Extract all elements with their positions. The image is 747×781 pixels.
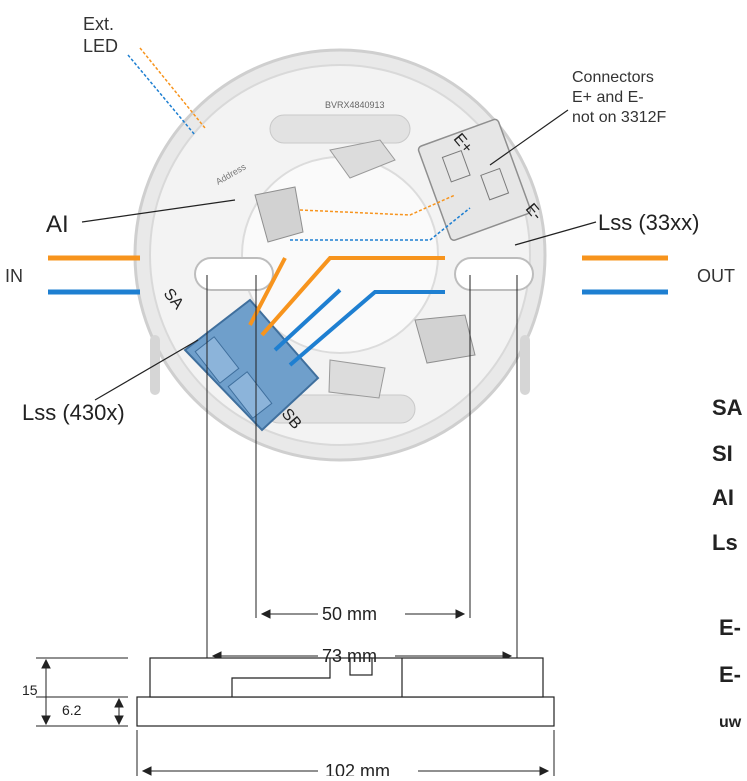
lss-33xx-label: Lss (33xx) — [598, 210, 699, 235]
connectors-label-1: Connectors — [572, 69, 654, 86]
base-plate — [133, 48, 547, 462]
dimension-15: 15 — [22, 682, 38, 698]
connectors-label-2: E+ and E- — [572, 89, 644, 106]
dimension-102mm: 102 mm — [325, 761, 390, 776]
legend-row-5: E- — [719, 615, 741, 640]
out-label: OUT — [697, 266, 735, 286]
dimension-6-2: 6.2 — [62, 702, 82, 718]
connectors-label-3: not on 3312F — [572, 109, 667, 126]
dimension-73mm: 73 mm — [322, 646, 377, 666]
lss-430x-connector — [183, 298, 320, 432]
serial-label: BVRX4840913 — [325, 100, 385, 110]
legend-row-7: uw — [719, 714, 742, 731]
leader-lines — [81, 109, 597, 401]
dimension-lines — [206, 275, 518, 662]
wires — [48, 47, 668, 367]
legend-row-6: E- — [719, 662, 741, 687]
side-dimension-lines — [36, 657, 555, 776]
legend-row-1: SA — [712, 395, 743, 420]
legend-row-3: AI — [712, 485, 734, 510]
side-view — [136, 657, 555, 727]
dimension-50mm: 50 mm — [322, 604, 377, 624]
legend-row-2: SI — [712, 441, 733, 466]
lss-430x-label: Lss (430x) — [22, 400, 125, 425]
ext-led-label-1: Ext. — [83, 14, 114, 34]
in-label: IN — [5, 266, 23, 286]
ai-label: AI — [46, 211, 69, 238]
ext-led-label-2: LED — [83, 36, 118, 56]
legend-partial: SA SI AI Ls E- E- uw — [712, 395, 743, 731]
legend-row-4: Ls — [712, 530, 738, 555]
